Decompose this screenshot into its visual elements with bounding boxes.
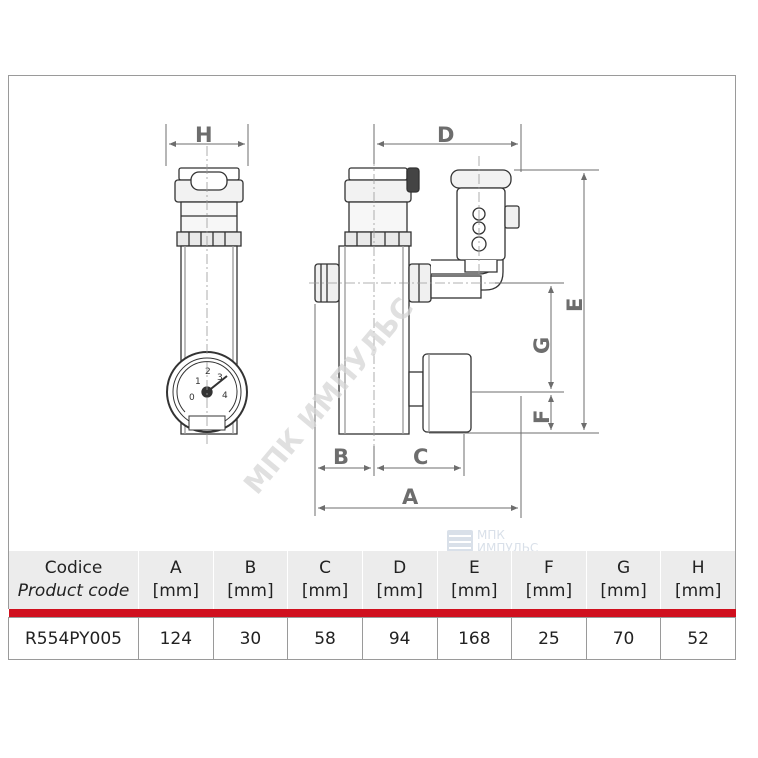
header-line1: G: [616, 558, 631, 578]
dim-label-b: B: [333, 445, 349, 469]
header-line1: B: [244, 558, 257, 578]
table-row: R554PY005 124 30 58 94 168 25 70 52: [8, 617, 736, 660]
header-product-code: Codice Product code: [8, 551, 139, 609]
dimension-g: [471, 282, 564, 393]
dimension-c: [377, 434, 465, 476]
svg-text:2: 2: [205, 367, 211, 377]
header-line1: C: [319, 558, 331, 578]
dim-label-d: D: [437, 123, 454, 147]
accent-bar: [8, 609, 736, 618]
dimension-a: [318, 396, 522, 518]
dimension-e: [429, 169, 599, 434]
watermark-logo-line2: ИМПУЛЬС: [477, 541, 538, 554]
header-c: C [mm]: [287, 551, 363, 609]
cell-h: 52: [660, 617, 736, 660]
header-line2: [mm]: [600, 581, 647, 601]
dim-label-e: E: [563, 298, 587, 312]
header-line1: F: [544, 558, 554, 578]
dimensions-table-wrap: Codice Product code A [mm] B [mm] C [mm]…: [8, 551, 736, 660]
header-line2: Product code: [17, 581, 130, 601]
header-f: F [mm]: [511, 551, 587, 609]
dimension-b: [314, 304, 375, 516]
header-e: E [mm]: [436, 551, 513, 609]
svg-text:4: 4: [222, 391, 228, 401]
svg-text:3: 3: [217, 373, 223, 383]
dimension-h: [165, 124, 249, 166]
front-view: 1 2 3 4 0: [166, 167, 248, 435]
header-line2: [mm]: [376, 581, 423, 601]
dim-label-h: H: [195, 123, 213, 147]
svg-text:1: 1: [195, 377, 201, 387]
header-line2: [mm]: [525, 581, 573, 601]
cell-g: 70: [585, 617, 662, 660]
header-line2: [mm]: [227, 581, 274, 601]
cell-a: 124: [138, 617, 214, 660]
header-line2: [mm]: [674, 581, 722, 601]
cell-c: 58: [287, 617, 363, 660]
technical-drawing: 1 2 3 4 0 H: [165, 123, 599, 554]
header-line1: A: [169, 558, 182, 578]
header-line1: E: [468, 558, 480, 578]
watermark-logo-line1: МПК: [477, 528, 505, 542]
header-h: H [mm]: [660, 551, 736, 609]
watermark-logo: МПК ИМПУЛЬС: [447, 528, 538, 554]
header-d: D [mm]: [361, 551, 438, 609]
cell-product-code: R554PY005: [8, 617, 139, 660]
cell-b: 30: [212, 617, 289, 660]
dimensions-table: Codice Product code A [mm] B [mm] C [mm]…: [8, 551, 736, 660]
header-g: G [mm]: [585, 551, 662, 609]
accent-divider: [8, 609, 736, 618]
dim-label-f: F: [530, 410, 554, 424]
header-line1: D: [393, 558, 407, 578]
dim-label-c: C: [413, 445, 428, 469]
header-line2: [mm]: [152, 581, 199, 601]
header-line2: [mm]: [451, 581, 498, 601]
header-line2: [mm]: [301, 581, 349, 601]
header-line1: Codice: [44, 558, 103, 578]
technical-drawing-frame: 1 2 3 4 0 H: [8, 75, 736, 554]
dimension-d: [373, 124, 522, 172]
dim-label-a: A: [402, 485, 419, 509]
header-line1: H: [691, 558, 705, 578]
cell-f: 25: [511, 617, 587, 660]
cell-e: 168: [436, 617, 513, 660]
header-a: A [mm]: [138, 551, 214, 609]
svg-text:0: 0: [189, 393, 195, 403]
cell-d: 94: [361, 617, 438, 660]
table-header-row: Codice Product code A [mm] B [mm] C [mm]…: [8, 551, 736, 609]
dim-label-g: G: [530, 337, 554, 354]
header-b: B [mm]: [212, 551, 289, 609]
